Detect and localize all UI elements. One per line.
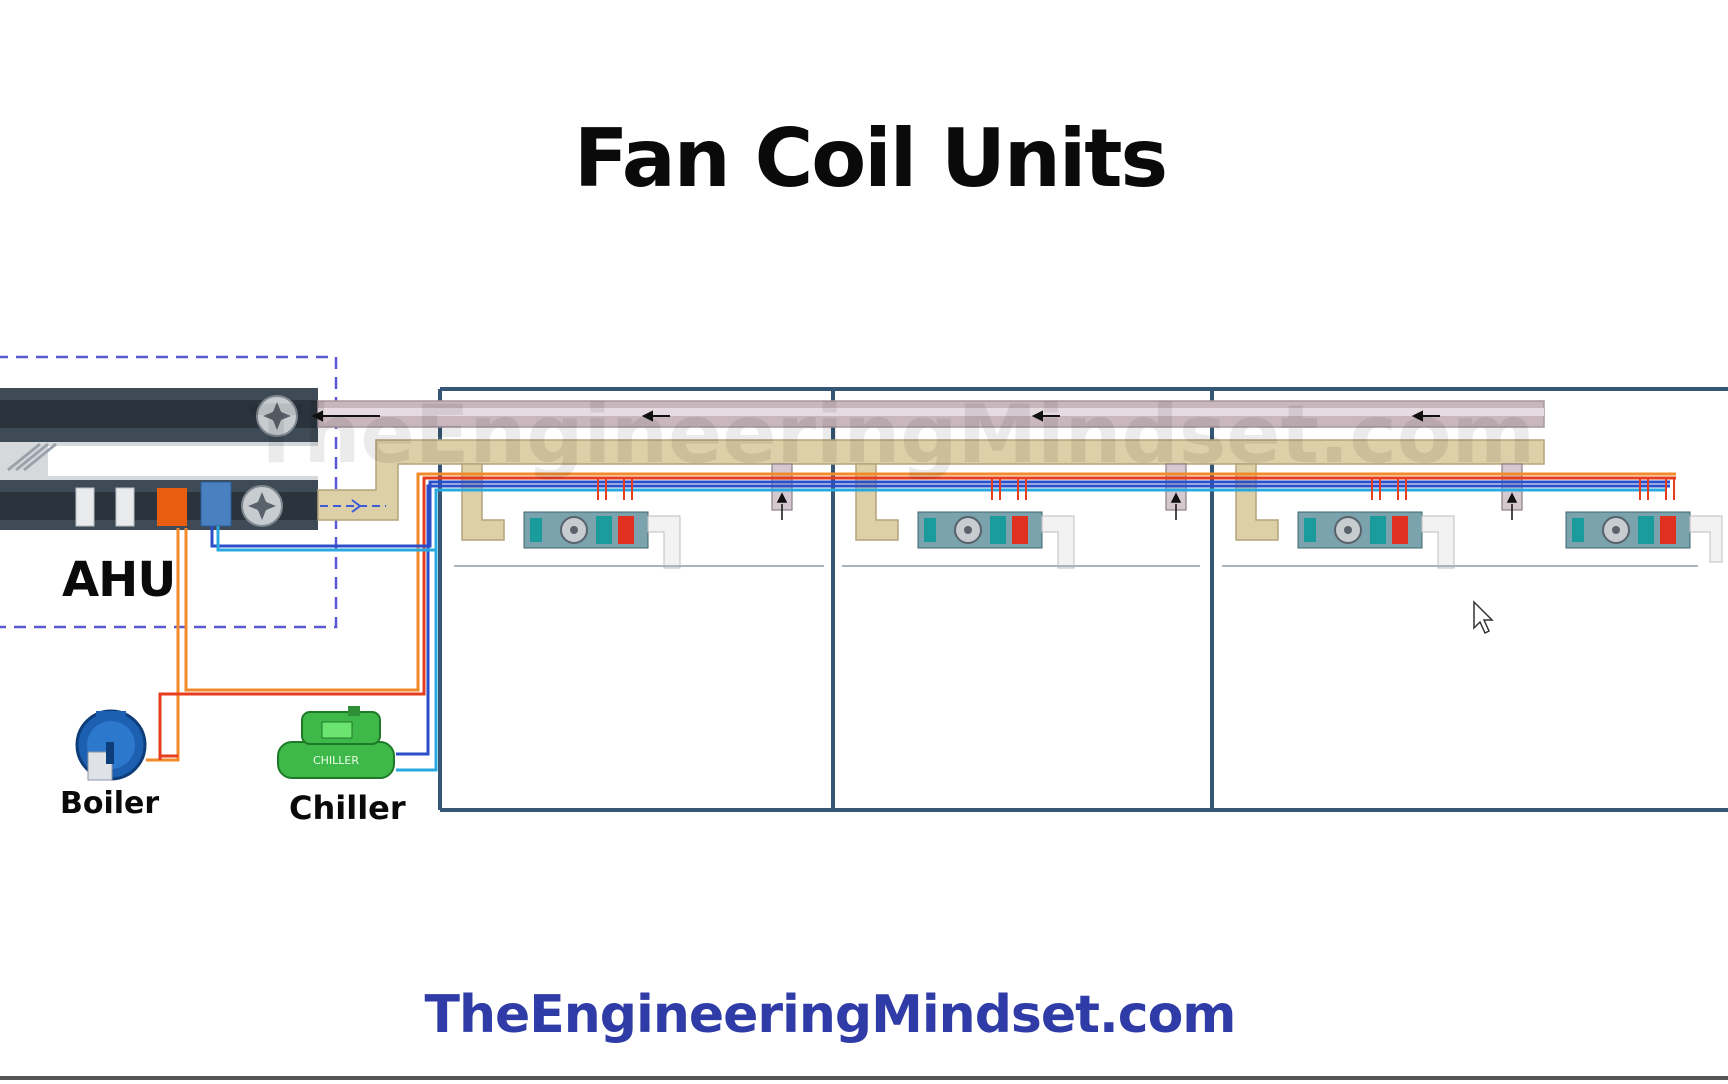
bottom-border (0, 1076, 1728, 1080)
fan-icon (241, 485, 283, 527)
fan-coil-unit (842, 511, 1200, 569)
cooling-coil-icon (990, 516, 1006, 544)
heating-coil-icon (1392, 516, 1408, 544)
damper-icon (7, 442, 57, 472)
fan-coil-unit (1222, 511, 1698, 569)
water-pipes (146, 472, 1676, 772)
return-air-duct (311, 400, 1545, 428)
heating-coil-icon (1660, 516, 1676, 544)
cooling-coil-icon (1638, 516, 1654, 544)
page-title: Fan Coil Units (573, 112, 1168, 205)
heating-coil-icon (1012, 516, 1028, 544)
air-handling-unit (0, 388, 318, 530)
supply-air-duct (317, 439, 1545, 521)
boiler-icon (75, 709, 147, 781)
watermark-text: TheEngineeringMindset.com (249, 388, 1535, 481)
heating-coil-icon (157, 488, 187, 526)
filter-icon (75, 487, 95, 527)
ahu-label: AHU (62, 552, 176, 608)
airflow-arrow-icon (311, 410, 1440, 422)
chiller-icon: CHILLER (277, 706, 395, 779)
cooling-coil-icon (1370, 516, 1386, 544)
filter-icon (115, 487, 135, 527)
boiler-label: Boiler (60, 786, 160, 821)
mouse-cursor-icon (1473, 600, 1494, 635)
cooling-coil-icon (596, 516, 612, 544)
ahu-boundary (0, 355, 338, 629)
fan-icon (256, 395, 298, 437)
heating-coil-icon (618, 516, 634, 544)
fan-coil-unit (454, 511, 824, 569)
website-footer: TheEngineeringMindset.com (424, 985, 1237, 1045)
cooling-coil-icon (200, 481, 232, 527)
fan-coil-unit (1565, 511, 1723, 563)
chiller-label: Chiller (289, 789, 406, 827)
chiller-unit-text: CHILLER (313, 754, 359, 767)
